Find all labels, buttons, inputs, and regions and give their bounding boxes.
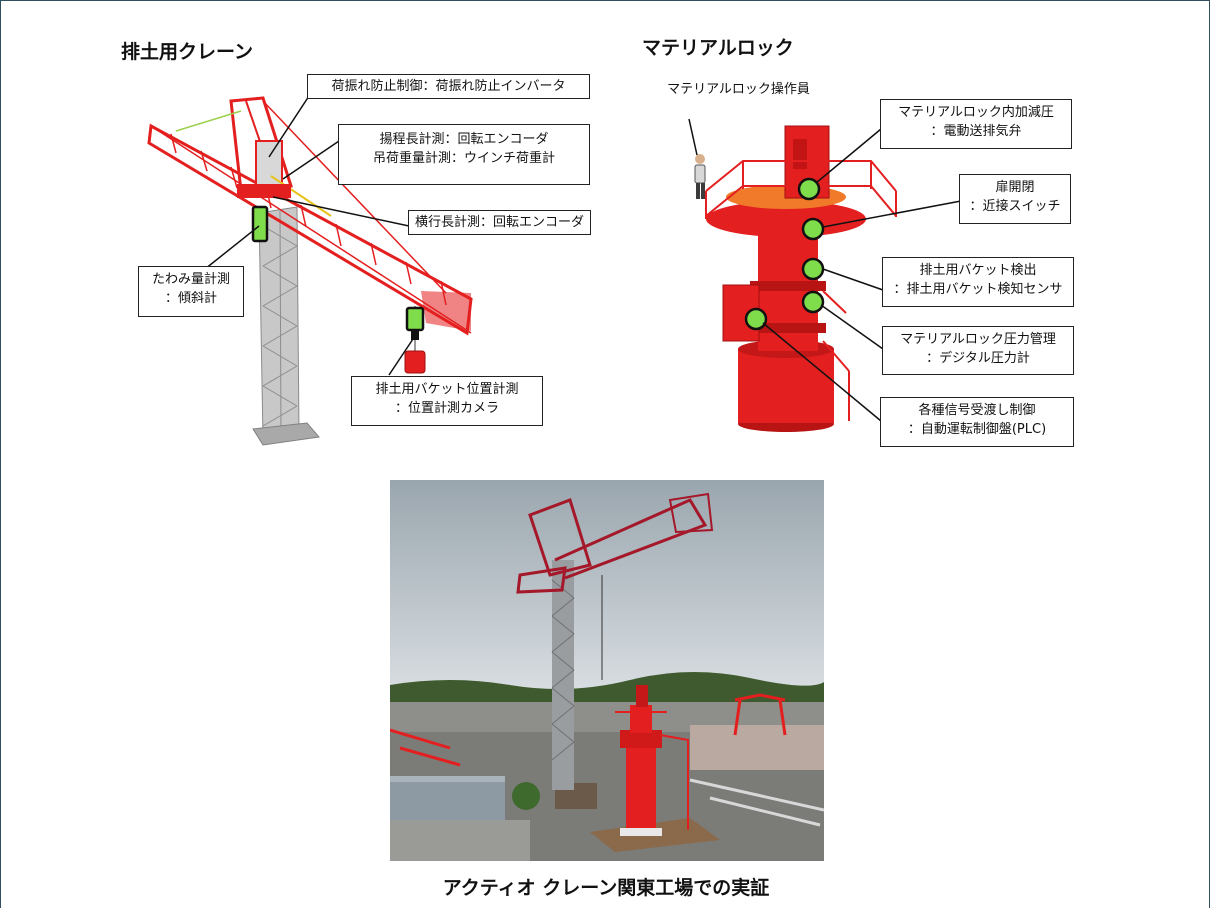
label-hoist-line2: 吊荷重量計測：ウインチ荷重計 xyxy=(372,151,555,166)
label-pressure-line2: ：デジタル圧力計 xyxy=(926,351,1030,366)
label-detect-line1: 排土用バケット検出 xyxy=(919,263,1037,278)
crane-mast xyxy=(252,206,320,446)
crane-title: 排土用クレーン xyxy=(121,41,254,63)
label-depressurize-line1: マテリアルロック内加減圧 xyxy=(898,105,1054,120)
operator-figure-icon xyxy=(694,154,706,199)
site-photo xyxy=(390,480,824,861)
label-depressurize-line2: ：電動送排気弁 xyxy=(930,124,1022,139)
material-lock-body xyxy=(705,125,897,432)
label-bucket-detect: 排土用バケット検出 ：排土用バケット検知センサ xyxy=(882,257,1074,307)
position-camera-icon xyxy=(405,306,425,332)
plc-panel-icon xyxy=(744,307,768,331)
label-signal-line1: 各種信号受渡し制御 xyxy=(918,403,1036,418)
label-detect-line2: ：排土用バケット検知センサ xyxy=(893,282,1063,297)
label-bucket-line1: 排土用バケット位置計測 xyxy=(375,382,519,397)
label-bucket-position: 排土用バケット位置計測 ：位置計測カメラ xyxy=(351,376,543,426)
inclinometer-sensor-icon xyxy=(251,205,269,243)
label-signal-control: 各種信号受渡し制御 ：自動運転制御盤(PLC) xyxy=(880,397,1074,447)
label-deflection-line2: ：傾斜計 xyxy=(164,291,217,306)
label-deflection-line1: たわみ量計測 xyxy=(151,272,230,287)
label-deflection: たわみ量計測 ：傾斜計 xyxy=(138,266,244,317)
crane-leader-lines xyxy=(204,95,414,376)
label-pressure-line1: マテリアルロック圧力管理 xyxy=(900,332,1056,347)
material-lock-title: マテリアルロック xyxy=(642,37,794,59)
bucket-detector-icon xyxy=(801,257,825,281)
label-pressure: マテリアルロック圧力管理 ：デジタル圧力計 xyxy=(882,326,1074,375)
label-depressurize: マテリアルロック内加減圧 ：電動送排気弁 xyxy=(880,99,1072,149)
label-door: 扉開閉 ：近接スイッチ xyxy=(959,174,1071,224)
label-operator-text: マテリアルロック操作員 xyxy=(667,82,810,97)
label-signal-line2: ：自動運転制御盤(PLC) xyxy=(907,422,1047,437)
diagram-illustrations xyxy=(147,95,962,446)
label-door-line2: ：近接スイッチ xyxy=(969,199,1061,214)
label-operator: マテリアルロック操作員 xyxy=(654,80,823,99)
label-door-line1: 扉開閉 xyxy=(995,180,1035,195)
label-traverse-measurement: 横行長計測：回転エンコーダ xyxy=(408,210,591,235)
label-hoist-line1: 揚程長計測：回転エンコーダ xyxy=(379,132,549,147)
pressure-gauge-icon xyxy=(801,290,825,314)
lock-leader-lines xyxy=(688,118,962,422)
crane-jib xyxy=(147,96,473,336)
label-sway-text: 荷振れ防止制御：荷振れ防止インバータ xyxy=(331,79,566,94)
label-traverse-text: 横行長計測：回転エンコーダ xyxy=(415,215,585,230)
label-hoist-measurement: 揚程長計測：回転エンコーダ 吊荷重量計測：ウインチ荷重計 xyxy=(338,124,590,185)
label-sway-control: 荷振れ防止制御：荷振れ防止インバータ xyxy=(307,74,590,99)
site-photo-drawing xyxy=(390,480,824,861)
valve-sensor-icon xyxy=(797,177,821,201)
photo-caption: アクティオ クレーン関東工場での実証 xyxy=(442,877,770,899)
door-switch-icon xyxy=(801,217,825,241)
label-bucket-line2: ：位置計測カメラ xyxy=(394,401,499,416)
